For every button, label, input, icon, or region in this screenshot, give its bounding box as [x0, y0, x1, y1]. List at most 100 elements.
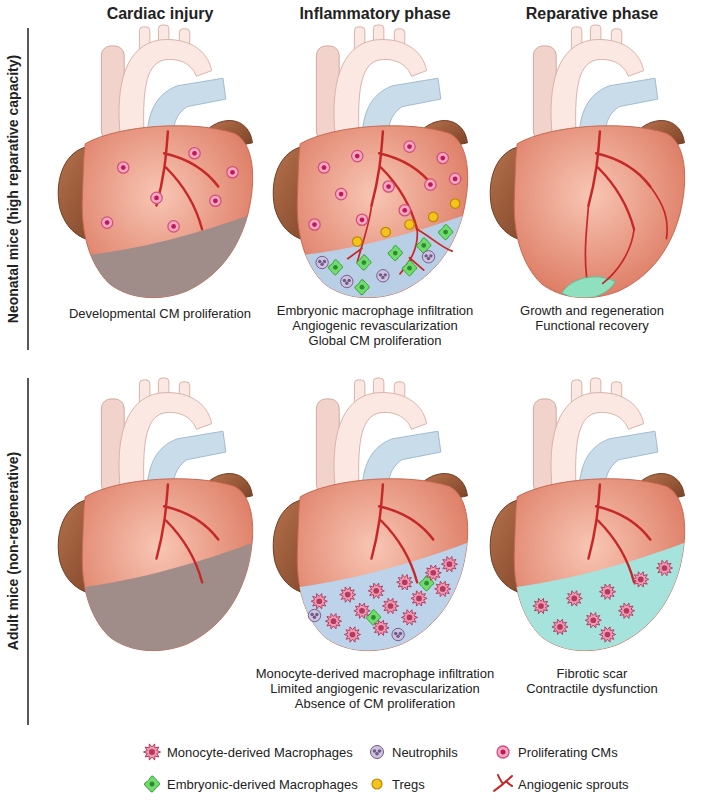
macrophage-nucleus — [350, 632, 356, 638]
neutrophil-lobe — [399, 632, 402, 635]
proliferating-cm — [437, 152, 448, 163]
macrophage-body — [340, 587, 356, 602]
cm-nucleus — [230, 170, 235, 175]
neutrophil-lobe — [427, 257, 430, 260]
macrophage-body — [441, 557, 457, 572]
macrophage-nucleus — [360, 285, 365, 290]
phase-caption: Absence of CM proliferation — [295, 696, 455, 711]
embryonic-macrophage — [402, 261, 416, 276]
macrophage-nucleus — [378, 625, 384, 631]
macrophage-nucleus — [638, 577, 644, 583]
macrophage-nucleus — [590, 617, 596, 623]
embryonic-macrophage — [357, 255, 371, 270]
cm-nucleus — [407, 144, 412, 149]
heart — [58, 25, 266, 315]
macrophage-nucleus — [345, 592, 351, 598]
macrophage-body — [344, 627, 360, 642]
angiogenic-sprouts — [585, 187, 667, 284]
embryonic-macrophage — [355, 280, 369, 295]
proliferating-cm — [318, 162, 329, 173]
macrophage-body — [425, 565, 441, 580]
proliferating-cm — [118, 162, 129, 173]
cm-nucleus — [154, 196, 159, 201]
neutrophil-body — [377, 270, 389, 282]
macrophage-nucleus — [440, 586, 446, 592]
monocyte-macrophage — [599, 584, 615, 599]
macrophage-nucleus — [407, 615, 413, 621]
macrophage-body — [388, 245, 402, 260]
neutrophil-body — [371, 746, 384, 759]
macrophage-body — [144, 744, 161, 760]
neutrophil-body — [422, 251, 434, 263]
heart — [273, 25, 481, 315]
proliferating-cm — [383, 181, 394, 192]
cm-nucleus — [105, 220, 110, 225]
heart — [273, 378, 481, 668]
infarct-zone — [66, 209, 266, 314]
infarct-zone — [66, 538, 266, 668]
treg — [405, 220, 415, 230]
phase-caption: Embryonic macrophage infiltration — [277, 303, 474, 318]
monocyte-macrophage — [441, 557, 457, 572]
cm-nucleus — [339, 192, 344, 197]
monocyte-macrophage — [397, 575, 413, 590]
macrophage-body — [533, 598, 549, 613]
monocyte-macrophage — [411, 591, 427, 606]
macrophage-nucleus — [605, 589, 611, 595]
neutrophil-body — [341, 275, 353, 287]
proliferating-cm — [227, 167, 238, 178]
phase-caption: Monocyte-derived macrophage infiltration — [256, 666, 494, 681]
macrophage-nucleus — [443, 230, 448, 235]
cm-nucleus — [453, 177, 458, 182]
monocyte-macrophage — [368, 583, 384, 598]
cm-body — [404, 141, 415, 152]
macrophage-nucleus — [571, 596, 577, 602]
macrophage-nucleus — [402, 579, 408, 585]
neutrophil — [377, 270, 389, 282]
row-bracket — [27, 378, 29, 725]
heart — [58, 378, 266, 668]
neutrophil-body — [392, 628, 404, 640]
angiogenic-sprouts — [348, 206, 453, 274]
macrophage-body — [373, 620, 389, 635]
macrophage-body — [368, 583, 384, 598]
neutrophil-lobe — [315, 613, 318, 616]
macrophage-nucleus — [407, 266, 412, 271]
macrophage-nucleus — [333, 265, 338, 270]
macrophage-body — [438, 224, 452, 239]
macrophage-body — [357, 255, 371, 270]
cm-body — [210, 195, 221, 206]
cm-nucleus — [312, 222, 317, 227]
coronary-artery — [157, 484, 219, 582]
row-bracket — [27, 28, 29, 350]
phase-caption: Developmental CM proliferation — [69, 306, 251, 321]
neutrophil-lobe — [323, 260, 326, 263]
legend-text: Angiogenic sprouts — [518, 777, 629, 792]
macrophage-body — [585, 613, 601, 628]
monocyte-macrophage — [401, 610, 417, 625]
macrophage-nucleus — [430, 570, 436, 576]
cm-body — [383, 181, 394, 192]
macrophage-nucleus — [538, 603, 544, 609]
macrophage-nucleus — [662, 565, 668, 571]
phase-caption: Contractile dysfunction — [526, 681, 658, 696]
neutrophil — [316, 256, 328, 268]
treg — [450, 199, 460, 209]
infarct-zone — [498, 538, 698, 668]
neutrophil-body — [308, 609, 320, 621]
neutrophil-lobe — [384, 273, 387, 276]
macrophage-body — [618, 603, 634, 618]
cm-nucleus — [360, 217, 365, 222]
neutrophil-lobe — [379, 273, 382, 276]
macrophage-nucleus — [447, 561, 453, 567]
macrophage-body — [633, 572, 649, 587]
proliferating-cm — [168, 221, 179, 232]
column-header: Reparative phase — [526, 4, 659, 24]
proliferating-cm — [352, 150, 363, 161]
macrophage-nucleus — [605, 632, 611, 638]
proliferating-cm — [399, 205, 410, 216]
phase-caption: Growth and regeneration — [520, 303, 664, 318]
coronary-artery — [589, 131, 651, 229]
macrophage-body — [328, 260, 342, 275]
cm-nucleus — [171, 224, 176, 229]
